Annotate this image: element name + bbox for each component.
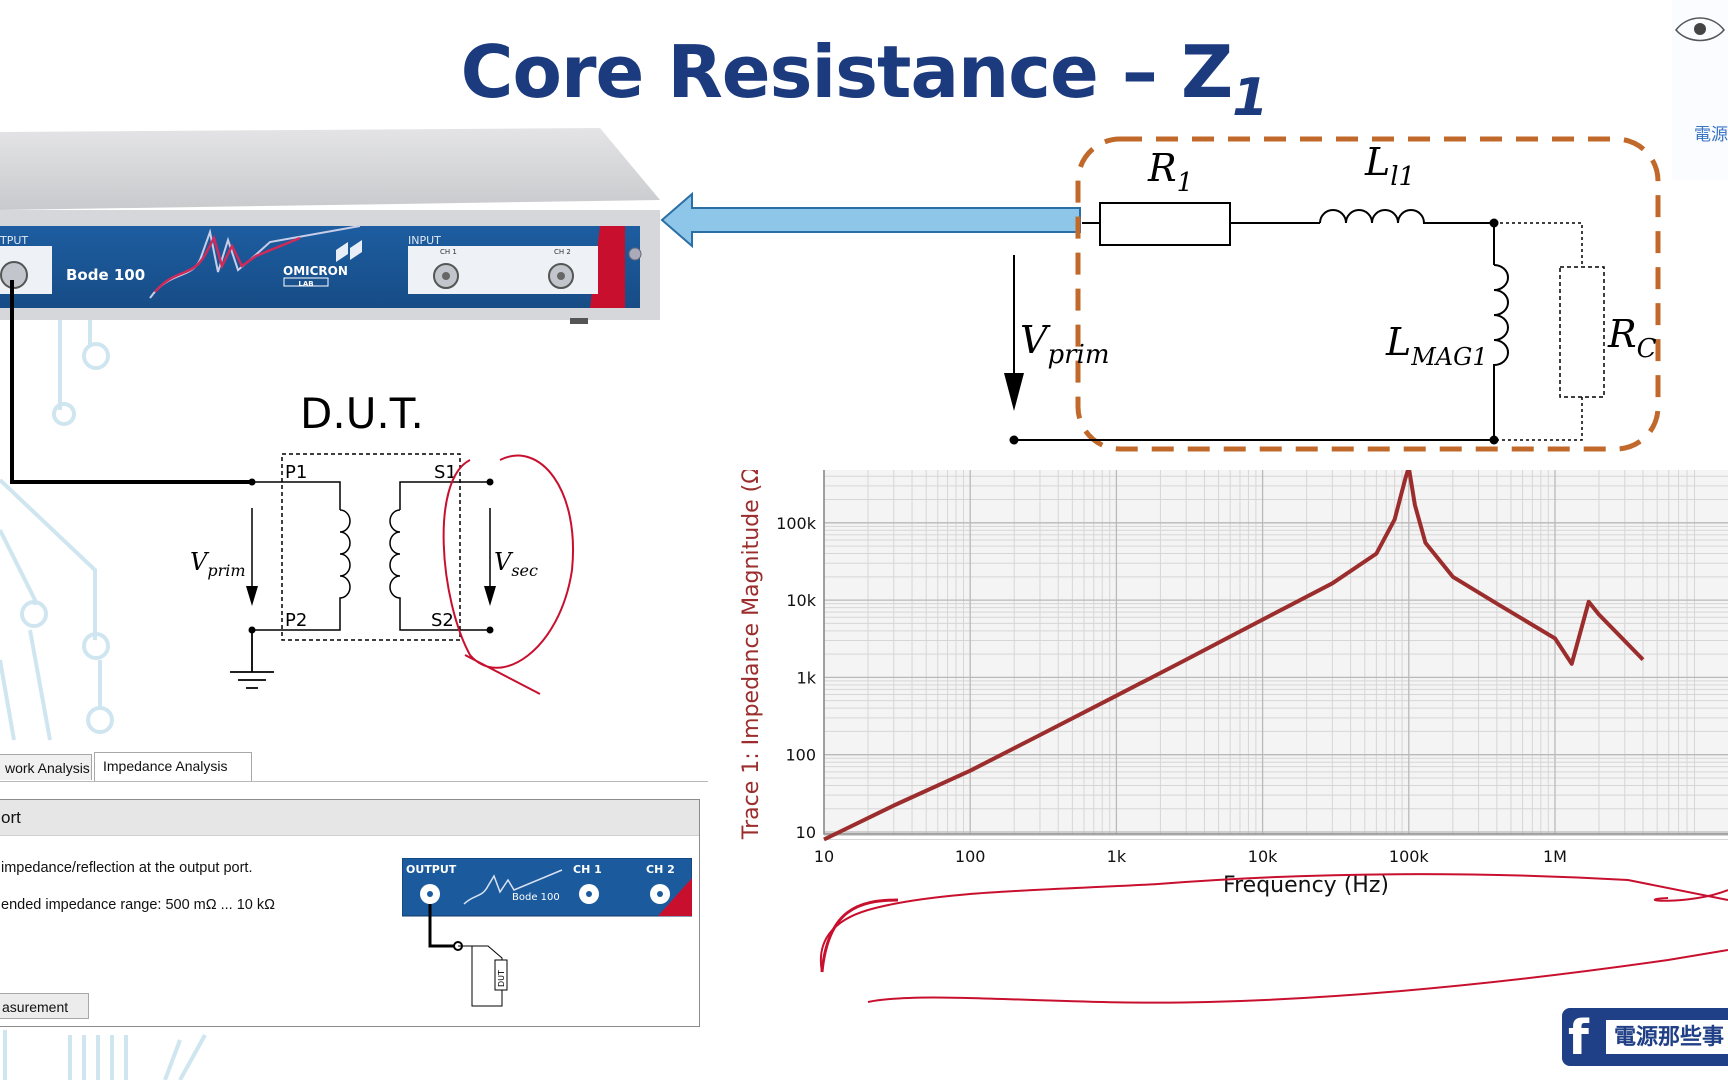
facebook-icon: f	[1568, 1010, 1589, 1066]
mini-dut-label: DUT	[497, 970, 506, 987]
axes-frame	[823, 470, 1728, 835]
primary-winding	[339, 509, 351, 600]
device-brand-label: OMICRON	[283, 264, 348, 278]
pin-p1: P1	[285, 462, 307, 483]
z1-boundary	[1075, 136, 1661, 452]
device-screw-icon	[628, 247, 642, 261]
device-model-label: Bode 100	[66, 266, 145, 284]
resistor-rc	[1559, 266, 1605, 398]
slide-title-subscript: 1	[1232, 68, 1268, 128]
device-ch2-label: CH 2	[554, 248, 571, 256]
slide-title-main: Core Resistance – Z	[460, 30, 1233, 114]
tab-network-analysis[interactable]: work Analysis	[0, 754, 92, 780]
plot-area	[824, 470, 1728, 834]
x-tick-label: 1M	[1543, 847, 1567, 866]
mini-device-diagram: OUTPUT CH 1 CH 2 Bode 100 DUT	[402, 858, 692, 1007]
inductor-ll1	[1319, 209, 1494, 224]
corner-logo: 電源	[1672, 0, 1728, 180]
vprim-arrow-icon	[246, 586, 258, 606]
grid-minor	[824, 470, 1728, 840]
x-axis-label: Frequency (Hz)	[1223, 873, 1389, 898]
start-measurement-button[interactable]: asurement	[0, 993, 89, 1019]
y-axis-label: Trace 1: Impedance Magnitude (Ω)	[739, 470, 764, 840]
impedance-trace-line	[823, 470, 1645, 842]
pin-s1: S1	[434, 462, 457, 483]
mini-model-label: Bode 100	[512, 892, 560, 903]
r1-label: R1	[1147, 146, 1193, 198]
annotation-circle	[442, 454, 574, 695]
slide-title: Core Resistance – Z1	[0, 30, 1728, 128]
x-tick-label: 100	[955, 847, 986, 866]
dut-title: D.U.T.	[300, 389, 424, 438]
device-output-label: TPUT	[0, 234, 28, 247]
panel-description: impedance/reflection at the output port.	[1, 860, 253, 876]
tab-impedance-analysis[interactable]: Impedance Analysis	[94, 752, 252, 782]
annotation-bottom-scribble	[867, 949, 1728, 1004]
mini-ch1-label: CH 1	[573, 863, 602, 876]
y-tick-label: 10	[796, 823, 816, 842]
panel-impedance-range: ended impedance range: 500 mΩ ... 10 kΩ	[1, 897, 275, 913]
dut-diagram: D.U.T. P1 P2 S1 S2 Vprim Vsec	[10, 280, 574, 695]
ll1-label: Ll1	[1364, 140, 1415, 192]
panel-title: ort	[0, 800, 699, 836]
facebook-badge[interactable]: f 電源那些事	[1562, 1008, 1728, 1066]
resistor-r1	[1099, 202, 1231, 246]
y-tick-label: 100k	[776, 514, 817, 533]
y-tick-label: 10k	[786, 591, 816, 610]
dut-vsec-label: Vsec	[494, 548, 538, 580]
device-input-label: INPUT	[408, 234, 441, 247]
vsec-arrow-icon	[484, 586, 496, 606]
annotation-underline	[819, 873, 1728, 973]
y-tick-label: 100	[785, 746, 816, 765]
corner-brand-text: 電源	[1694, 125, 1728, 144]
x-tick-labels: 10 100 1k 10k 100k 1M	[814, 847, 1567, 866]
y-tick-label: 1k	[797, 668, 817, 687]
pin-p2: P2	[285, 610, 307, 631]
device-waveform-red	[154, 234, 301, 293]
rc-label: RC	[1607, 312, 1657, 364]
measurement-panel: ort impedance/reflection at the output p…	[0, 799, 700, 1027]
mini-ch2-label: CH 2	[646, 863, 675, 876]
x-tick-label: 10k	[1248, 847, 1278, 866]
ground-icon	[230, 630, 274, 689]
circuit-vprim-arrow-icon	[1004, 373, 1024, 411]
device-red-accent	[590, 226, 625, 308]
dut-vprim-label: Vprim	[190, 548, 246, 580]
bode100-device: TPUT Bode 100 OMICRON LAB INPUT CH 1 CH …	[0, 128, 660, 324]
circuit-vprim-label: Vprim	[1020, 318, 1110, 370]
omicron-logo-icon	[336, 240, 362, 262]
tab-underline	[0, 781, 708, 782]
secondary-winding	[389, 509, 401, 600]
device-ch1-label: CH 1	[440, 248, 457, 256]
eye-logo-icon	[1675, 17, 1725, 42]
grid-major	[823, 470, 1728, 835]
x-tick-label: 1k	[1107, 847, 1127, 866]
channel-name: 電源那些事	[1606, 1020, 1728, 1054]
x-tick-label: 100k	[1389, 847, 1430, 866]
device-top-face	[0, 128, 660, 210]
pin-s2: S2	[431, 610, 454, 631]
annotation-hook	[820, 898, 899, 973]
x-tick-label: 10	[814, 847, 834, 866]
mini-output-label: OUTPUT	[406, 863, 457, 876]
inductor-lmag1	[1493, 264, 1509, 440]
device-brand-sub: LAB	[298, 280, 313, 288]
lmag1-label: LMAG1	[1385, 320, 1488, 371]
impedance-chart: 10 100 1k 10k 100k 1M 10 100 1k 10k 100k 1M Freque…	[739, 470, 1728, 1004]
equivalent-circuit: R1 Ll1 LMAG1 RC Vprim	[1004, 136, 1661, 452]
test-lead-wire	[10, 280, 252, 484]
